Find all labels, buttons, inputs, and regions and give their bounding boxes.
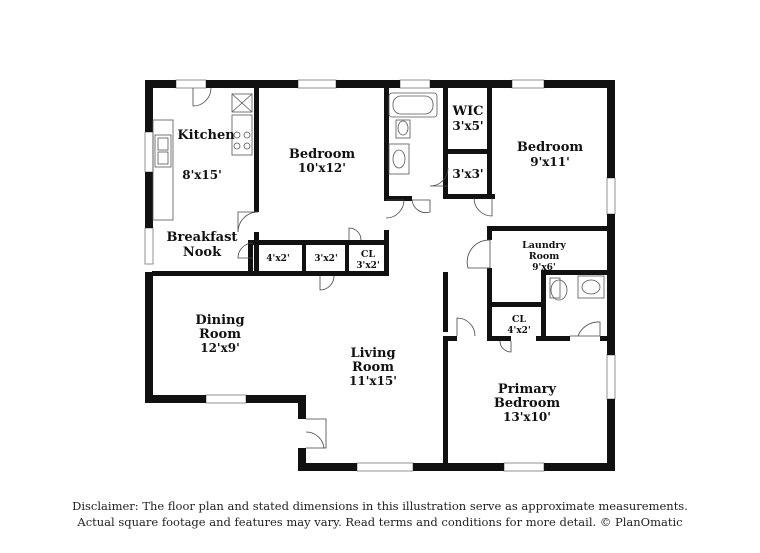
closet-3x3-dims: 3'x3' <box>452 167 483 181</box>
window-nook-left <box>144 227 154 265</box>
breakfast-nook-name-2: Nook <box>183 245 222 260</box>
kitchen-sink <box>154 134 172 168</box>
cl-2-dims: 4'x2' <box>507 326 530 336</box>
window-primary-right <box>606 354 616 400</box>
window-kitchen-left <box>144 131 154 173</box>
disclaimer-line-1: Disclaimer: The floor plan and stated di… <box>72 499 688 513</box>
laundry-dims: 9'x6' <box>532 263 555 273</box>
room-labels: Kitchen 8'x15' Bedroom 10'x12' WIC 3'x5'… <box>167 104 584 424</box>
exterior-walls <box>145 80 615 471</box>
counter-right <box>231 114 253 156</box>
cl-1-name: CL <box>361 249 376 260</box>
window-bedroom-top <box>297 79 337 89</box>
fixtures <box>152 92 605 301</box>
laundry-name-2: Room <box>529 251 560 262</box>
closet-4x2-dims: 4'x2' <box>266 254 289 264</box>
door-swings <box>192 87 601 449</box>
primary-name-2: Bedroom <box>494 396 561 411</box>
living-dims: 11'x15' <box>349 374 397 388</box>
window-bedroom2-right <box>606 177 616 215</box>
window-bath-top <box>399 79 431 89</box>
dining-name-2: Room <box>199 327 241 342</box>
bedroom-2-dims: 9'x11' <box>530 155 570 169</box>
laundry-sink <box>577 275 605 299</box>
laundry-toilet <box>550 279 568 301</box>
window-kitchen-top <box>175 79 207 89</box>
window-bedroom2-top <box>511 79 545 89</box>
range <box>231 93 253 113</box>
floor-plan: Kitchen 8'x15' Bedroom 10'x12' WIC 3'x5'… <box>144 79 616 472</box>
kitchen-name: Kitchen <box>177 128 235 143</box>
wic-dims: 3'x5' <box>452 119 483 133</box>
toilet <box>395 119 411 139</box>
closet-3x2-dims: 3'x2' <box>314 254 337 264</box>
breakfast-nook-name-1: Breakfast <box>167 230 238 245</box>
vanity <box>388 143 410 175</box>
dining-dims: 12'x9' <box>200 341 240 355</box>
kitchen-dims: 8'x15' <box>182 168 222 182</box>
disclaimer-line-2: Actual square footage and features may v… <box>77 515 683 529</box>
window-primary-bottom <box>503 462 545 472</box>
window-dining-bottom <box>205 394 247 404</box>
counter-left <box>152 119 174 221</box>
bedroom-1-name: Bedroom <box>289 147 356 162</box>
dining-name-1: Dining <box>195 313 244 328</box>
cl-1-dims: 3'x2' <box>356 261 379 271</box>
primary-dims: 13'x10' <box>503 410 551 424</box>
bedroom-2-name: Bedroom <box>517 140 584 155</box>
bedroom-1-dims: 10'x12' <box>298 161 346 175</box>
wic-name: WIC <box>451 104 483 119</box>
living-name-2: Room <box>352 360 394 375</box>
disclaimer: Disclaimer: The floor plan and stated di… <box>0 498 760 530</box>
cl-2-name: CL <box>512 314 527 325</box>
interior-walls <box>152 88 615 466</box>
primary-name-1: Primary <box>498 382 557 397</box>
window-living-bottom <box>356 462 414 472</box>
living-name-1: Living <box>350 346 395 361</box>
bathtub <box>388 92 438 118</box>
laundry-name-1: Laundry <box>522 240 566 251</box>
